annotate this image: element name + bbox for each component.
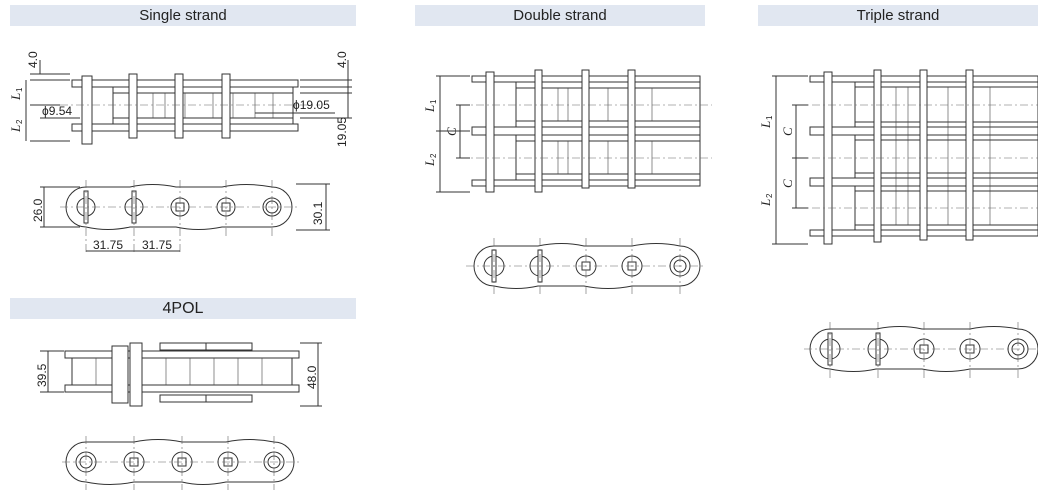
triple-label-l2-sub: 2 xyxy=(765,193,774,198)
4pol-header: 4POL xyxy=(10,298,356,319)
triple-strand-side-view xyxy=(772,69,1038,245)
single-plate-height: 26.0 xyxy=(31,198,45,222)
triple-label-l1: L xyxy=(758,121,773,129)
triple-strand-plan-view xyxy=(804,322,1038,378)
single-label-l2-sub: 2 xyxy=(15,119,24,124)
single-strand-header: Single strand xyxy=(10,5,356,26)
triple-label-c1: C xyxy=(780,127,795,136)
double-strand-header: Double strand xyxy=(415,5,705,26)
4pol-outer-width: 48.0 xyxy=(305,365,319,389)
single-strand-side-view xyxy=(25,60,352,145)
4pol-side-view xyxy=(40,342,322,407)
triple-strand-header: Triple strand xyxy=(758,5,1038,26)
double-strand-side-view xyxy=(436,69,712,193)
single-roller-height: 19.05 xyxy=(335,117,349,147)
single-label-l1: L xyxy=(8,93,23,101)
single-pitch-2: 31.75 xyxy=(142,238,172,252)
single-pitch-1: 31.75 xyxy=(93,238,123,252)
4pol-inner-width: 39.5 xyxy=(35,363,49,387)
double-label-l1-sub: 1 xyxy=(429,99,438,104)
single-label-l2: L xyxy=(8,125,23,133)
single-strand-plan-view xyxy=(40,180,330,255)
single-link-plate-height: 30.1 xyxy=(311,201,325,225)
double-strand-plan-view xyxy=(466,238,706,294)
single-dim-top-left: 4.0 xyxy=(26,51,40,68)
triple-label-c2: C xyxy=(780,179,795,188)
single-pin-diameter: ϕ9.54 xyxy=(42,104,72,118)
triple-label-l1-sub: 1 xyxy=(765,115,774,120)
double-label-c: C xyxy=(444,127,459,136)
single-label-l1-sub: 1 xyxy=(15,87,24,92)
double-label-l1: L xyxy=(422,105,437,113)
double-label-l2-sub: 2 xyxy=(429,153,438,158)
double-label-l2: L xyxy=(422,159,437,167)
4pol-plan-view xyxy=(62,436,302,490)
single-roller-diameter: ϕ19.05 xyxy=(293,98,330,112)
triple-label-l2: L xyxy=(758,199,773,207)
single-dim-top-right: 4.0 xyxy=(335,51,349,68)
